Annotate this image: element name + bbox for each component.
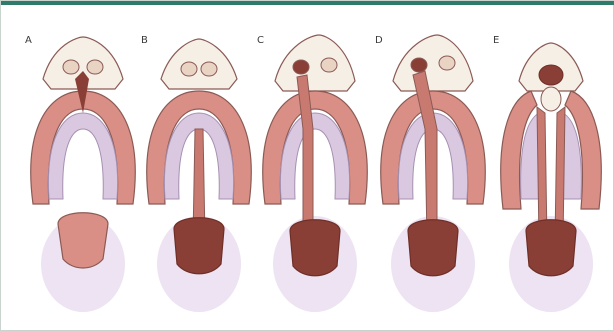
nostril-left bbox=[63, 60, 79, 74]
nostril-left bbox=[411, 58, 427, 72]
cleft-diagram-d bbox=[373, 9, 493, 329]
panel-b: B bbox=[139, 9, 259, 329]
uvula bbox=[290, 220, 340, 276]
prolabium bbox=[541, 87, 561, 111]
uvula bbox=[526, 220, 576, 276]
panel-e: E bbox=[491, 9, 611, 329]
panel-d: D bbox=[373, 9, 493, 329]
panel-label: A bbox=[25, 35, 32, 46]
panel-label: E bbox=[493, 35, 499, 46]
nostril-right bbox=[87, 60, 103, 74]
uvula bbox=[408, 220, 458, 276]
cleft-diagram-a bbox=[23, 9, 143, 329]
cleft-diagram-e bbox=[491, 9, 611, 329]
panel-label: C bbox=[257, 35, 264, 46]
nose-skin bbox=[275, 35, 355, 91]
cleft-diagram-b bbox=[139, 9, 259, 329]
frame-top-bar bbox=[1, 1, 614, 5]
nose-skin bbox=[393, 35, 473, 91]
uvula bbox=[174, 218, 224, 274]
premaxilla bbox=[539, 65, 563, 85]
nose-skin bbox=[161, 39, 237, 89]
nostril-left bbox=[293, 60, 309, 74]
nostril-right bbox=[321, 58, 337, 72]
panel-label: B bbox=[141, 35, 148, 46]
cleft-diagram-c bbox=[255, 9, 375, 329]
panel-c: C bbox=[255, 9, 375, 329]
lip-arch bbox=[263, 91, 367, 204]
nostril-right bbox=[439, 56, 455, 70]
panel-a: A bbox=[23, 9, 143, 329]
uvula bbox=[58, 213, 108, 268]
nostril-left bbox=[181, 62, 197, 76]
panel-label: D bbox=[375, 35, 383, 46]
nostril-right bbox=[201, 62, 217, 76]
